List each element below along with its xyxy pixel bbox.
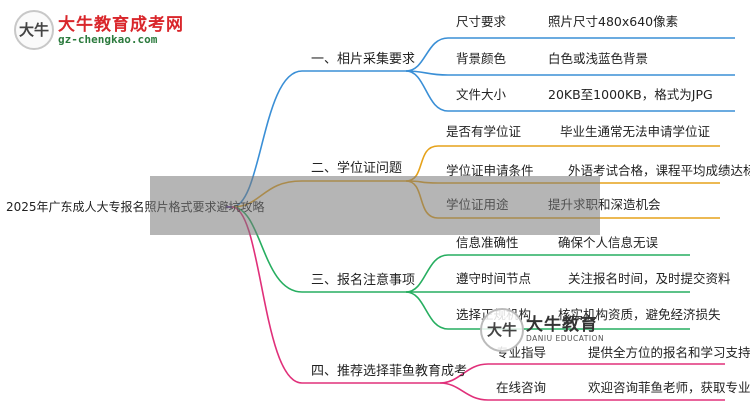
leaf-curve	[405, 254, 449, 293]
leaf-value: 外语考试合格，课程平均成绩达标	[568, 163, 750, 178]
leaf-label: 文件大小	[456, 87, 507, 102]
logo-site: gz-chengkao.com	[58, 33, 158, 46]
overlay-band	[150, 176, 600, 235]
leaf-curve	[405, 70, 449, 112]
leaf-value: 白色或浅蓝色背景	[548, 51, 649, 66]
logo-name: 大牛教育成考网	[58, 15, 184, 35]
leaf-value: 毕业生通常无法申请学位证	[560, 124, 711, 139]
branch-label: 一、相片采集要求	[311, 52, 416, 67]
branch-label: 四、推荐选择菲鱼教育成考	[311, 364, 468, 379]
leaf-value: 提供全方位的报名和学习支持	[588, 345, 750, 360]
leaf-label: 在线咨询	[496, 380, 547, 395]
site-logo: 大牛 大牛教育成考网 gz-chengkao.com	[8, 6, 188, 52]
watermark-english: DANIU EDUCATION	[526, 334, 605, 343]
leaf-value: 确保个人信息无误	[558, 235, 659, 250]
leaf-label: 尺寸要求	[456, 14, 507, 29]
leaf-value: 20KB至1000KB，格式为JPG	[548, 87, 713, 102]
leaf-curve	[439, 363, 489, 384]
branch-label: 三、报名注意事项	[311, 273, 416, 288]
mascot-icon: 大牛	[14, 10, 54, 50]
leaf-label: 学位证申请条件	[446, 163, 534, 178]
leaf-curve	[439, 382, 489, 401]
watermark-mascot-icon: 大牛	[480, 308, 524, 352]
leaf-curve	[405, 291, 449, 330]
branch-label: 二、学位证问题	[311, 161, 403, 176]
watermark-name: 大牛教育	[526, 315, 598, 335]
leaf-label: 信息准确性	[456, 235, 519, 250]
leaf-curve	[405, 37, 449, 72]
leaf-value: 照片尺寸480x640像素	[548, 14, 679, 29]
leaf-value: 关注报名时间，及时提交资料	[568, 271, 731, 286]
leaf-label: 是否有学位证	[446, 124, 522, 139]
leaf-value: 核实机构资质，避免经济损失	[558, 307, 721, 322]
watermark-logo: 大牛 大牛教育 DANIU EDUCATION	[478, 306, 608, 354]
leaf-label: 遵守时间节点	[456, 271, 532, 286]
leaf-value: 欢迎咨询菲鱼老师，获取专业建议	[588, 380, 750, 395]
leaf-label: 背景颜色	[456, 51, 507, 66]
